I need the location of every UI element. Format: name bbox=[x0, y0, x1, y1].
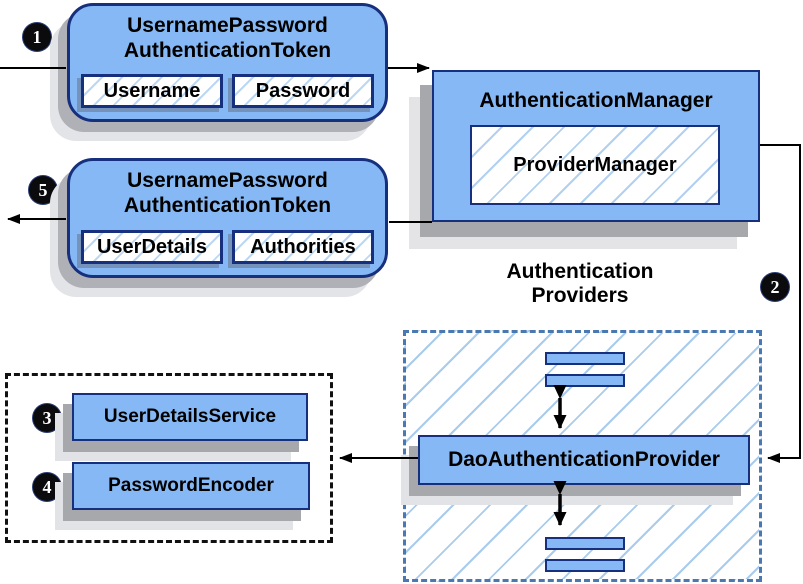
token-response-box: UsernamePassword AuthenticationToken Use… bbox=[67, 158, 388, 278]
provider-stack-bar-top-2 bbox=[545, 374, 625, 387]
provider-stack-bar-bottom-2 bbox=[545, 559, 625, 572]
step-badge-4: 4 bbox=[33, 473, 61, 501]
providers-group-title: Authentication Providers bbox=[460, 260, 700, 308]
token-response-title-line2: AuthenticationToken bbox=[123, 194, 332, 217]
providers-title-line1: Authentication bbox=[506, 260, 654, 283]
field-authorities: Authorities bbox=[232, 230, 374, 264]
dao-authentication-provider-box: DaoAuthenticationProvider bbox=[418, 435, 750, 485]
field-userdetails: UserDetails bbox=[81, 230, 223, 264]
token-request-title-line1: UsernamePassword bbox=[127, 14, 328, 37]
authentication-manager-title: AuthenticationManager bbox=[479, 89, 713, 112]
provider-manager-box: ProviderManager bbox=[470, 125, 720, 205]
provider-stack-bar-bottom-1 bbox=[545, 537, 625, 550]
step-badge-3: 3 bbox=[33, 404, 61, 432]
user-details-service-box: UserDetailsService bbox=[72, 393, 308, 441]
step-badge-1: 1 bbox=[23, 23, 51, 51]
field-password: Password bbox=[232, 74, 374, 108]
password-encoder-box: PasswordEncoder bbox=[72, 462, 310, 510]
step-badge-2: 2 bbox=[761, 273, 789, 301]
providers-title-line2: Providers bbox=[531, 284, 629, 307]
provider-stack-bar-top-1 bbox=[545, 352, 625, 365]
services-container bbox=[5, 373, 333, 543]
connector-manager-to-dao bbox=[760, 144, 801, 463]
token-request-title: UsernamePassword AuthenticationToken bbox=[70, 6, 385, 63]
field-username: Username bbox=[81, 74, 223, 108]
token-request-fields: Username Password bbox=[81, 74, 374, 108]
token-request-box: UsernamePassword AuthenticationToken Use… bbox=[67, 3, 388, 122]
token-response-fields: UserDetails Authorities bbox=[81, 230, 374, 264]
token-response-title-line1: UsernamePassword bbox=[127, 169, 328, 192]
token-request-title-line2: AuthenticationToken bbox=[123, 39, 332, 62]
token-response-title: UsernamePassword AuthenticationToken bbox=[70, 161, 385, 218]
step-badge-5: 5 bbox=[29, 176, 57, 204]
